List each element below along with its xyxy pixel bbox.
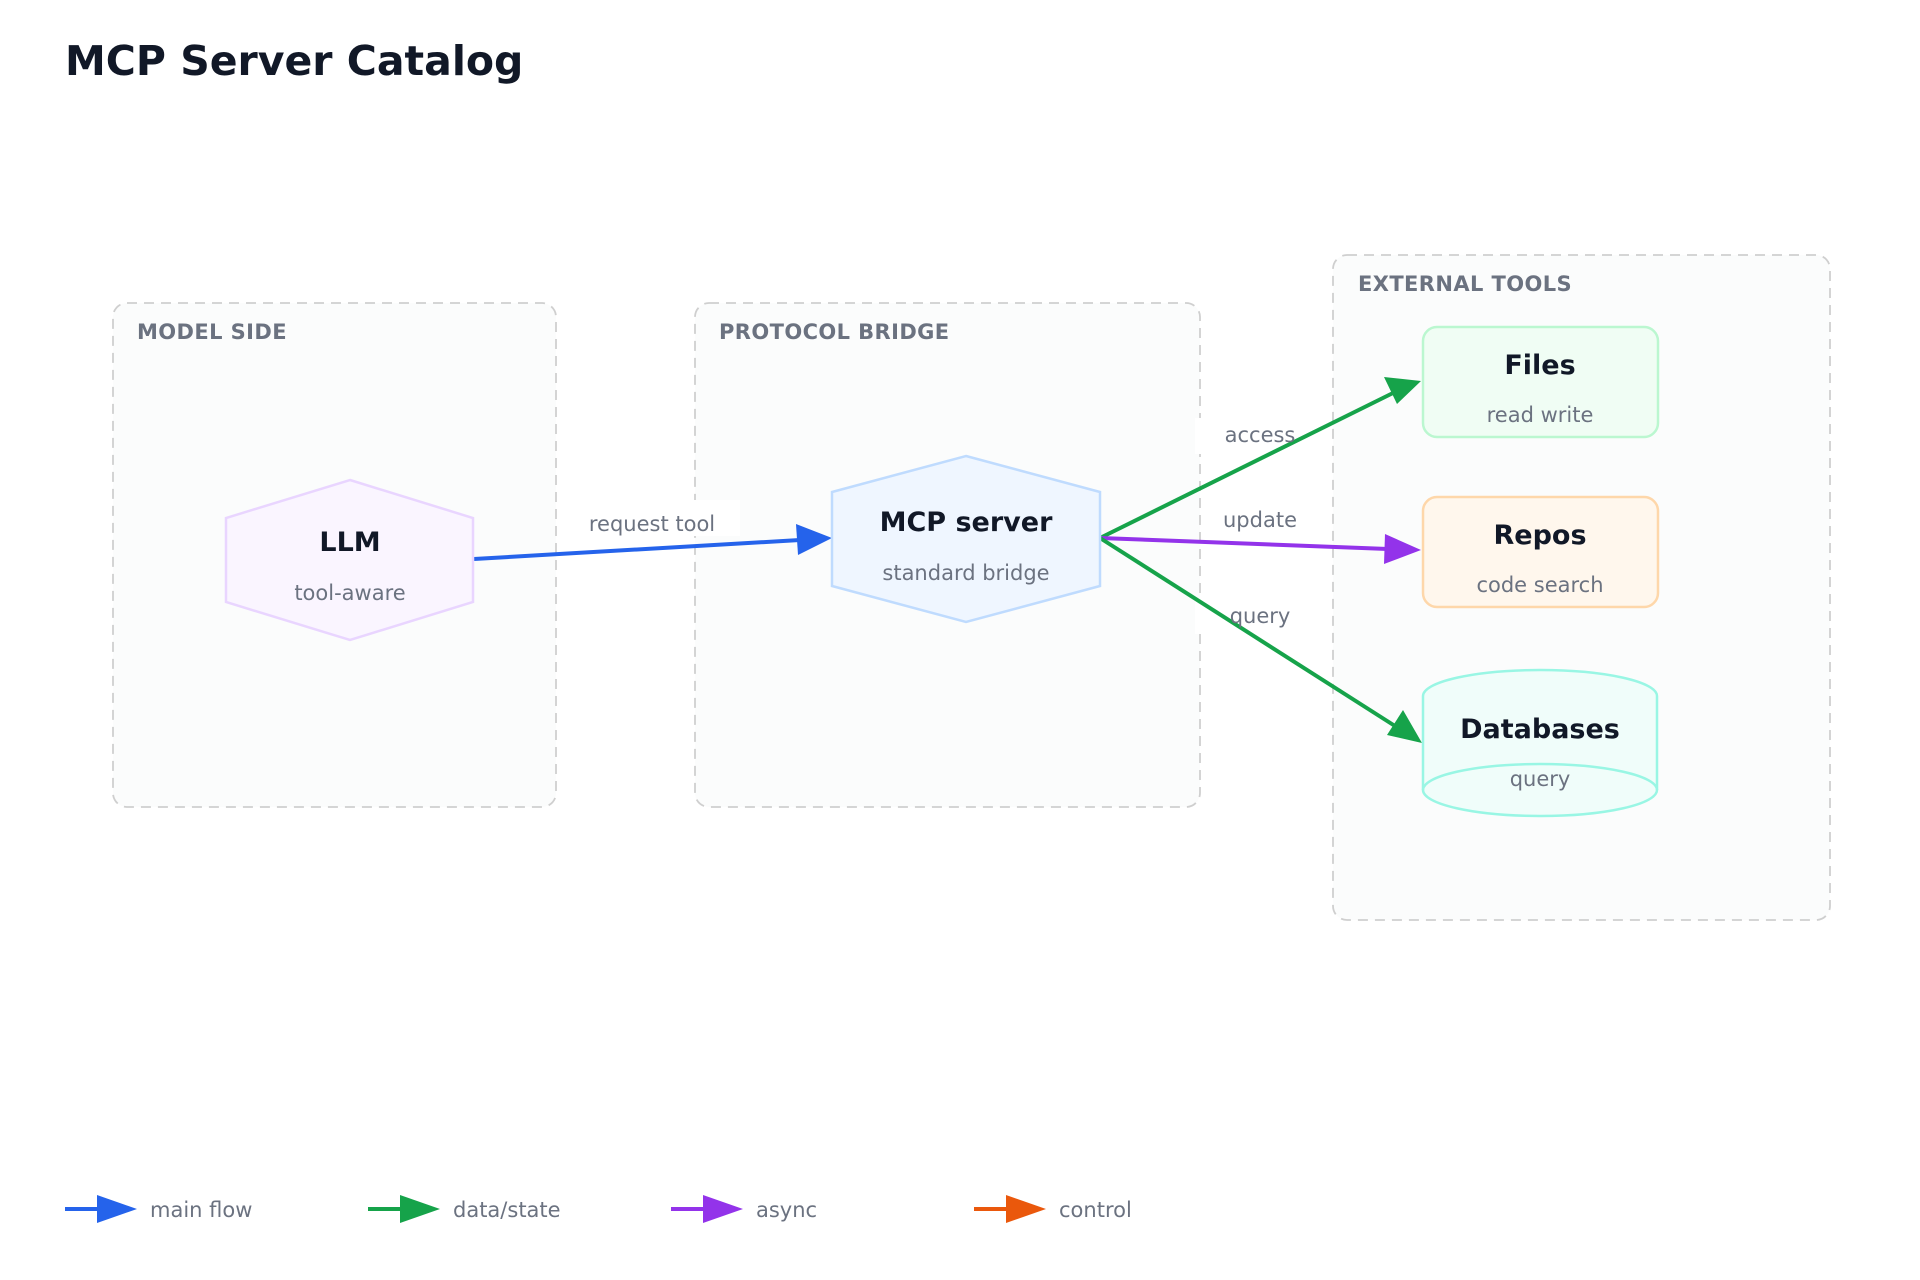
legend-label-data-state: data/state <box>453 1198 561 1222</box>
edge-label-query: query <box>1230 604 1291 628</box>
node-title-llm: LLM <box>319 527 380 558</box>
edge-label-access: access <box>1225 423 1296 447</box>
legend-label-async: async <box>756 1198 817 1222</box>
legend-arrow-data-state <box>400 1195 440 1223</box>
legend-arrow-main-flow <box>97 1195 137 1223</box>
node-subtitle-databases: query <box>1510 767 1571 791</box>
node-title-mcp-server: MCP server <box>880 507 1053 538</box>
group-label-protocol-bridge: PROTOCOL BRIDGE <box>719 320 950 344</box>
edge-label-update: update <box>1223 508 1297 532</box>
node-llm[interactable]: LLM tool-aware <box>224 478 475 642</box>
node-title-databases: Databases <box>1460 714 1620 745</box>
legend-item-async: async <box>671 1195 817 1223</box>
edge-update: update <box>1099 508 1421 564</box>
arrowhead <box>1384 377 1421 404</box>
legend-arrow-async <box>703 1195 743 1223</box>
legend-label-main-flow: main flow <box>150 1198 252 1222</box>
legend-arrow-control <box>1006 1195 1046 1223</box>
legend-item-main-flow: main flow <box>65 1195 252 1223</box>
group-label-model-side: MODEL SIDE <box>137 320 287 344</box>
arrowhead <box>796 524 832 555</box>
arrowhead <box>1387 710 1422 743</box>
page-title: MCP Server Catalog <box>65 37 523 85</box>
node-mcp-server[interactable]: MCP server standard bridge <box>830 454 1102 624</box>
group-label-external-tools: EXTERNAL TOOLS <box>1358 272 1572 296</box>
edge-request-tool: request tool <box>473 500 832 561</box>
node-subtitle-repos: code search <box>1476 573 1603 597</box>
legend-label-control: control <box>1059 1198 1132 1222</box>
edge-access: access <box>1099 377 1421 540</box>
legend: main flow data/state async control <box>65 1195 1132 1223</box>
legend-item-data-state: data/state <box>368 1195 561 1223</box>
node-subtitle-files: read write <box>1487 403 1594 427</box>
node-files[interactable]: Files read write <box>1421 325 1660 439</box>
legend-item-control: control <box>974 1195 1132 1223</box>
node-subtitle-llm: tool-aware <box>294 581 405 605</box>
edge-query: query <box>1098 536 1422 743</box>
node-title-repos: Repos <box>1493 520 1586 551</box>
node-title-files: Files <box>1504 350 1575 381</box>
edge-label-bg <box>1195 598 1325 634</box>
edge-label-bg <box>570 500 740 536</box>
arrowhead <box>1384 534 1421 564</box>
edge-label-request-tool: request tool <box>589 512 715 536</box>
node-subtitle-mcp-server: standard bridge <box>882 561 1049 585</box>
node-repos[interactable]: Repos code search <box>1421 495 1660 609</box>
node-databases[interactable]: Databases query <box>1421 668 1659 818</box>
